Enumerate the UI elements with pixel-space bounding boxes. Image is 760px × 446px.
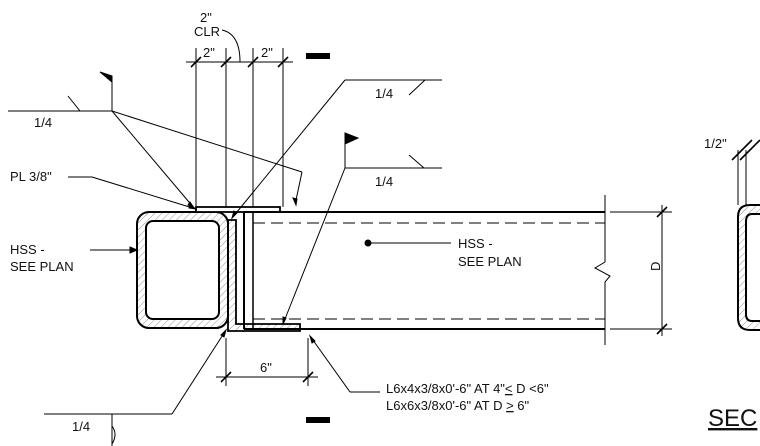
hss-mid-label-1: HSS - [458,236,493,251]
right-dim-label: 1/2" [704,136,727,151]
angle-length-dimension [216,338,318,386]
section-cut-bottom [306,417,330,423]
angle-length-label: 6" [260,360,272,375]
right-section-partial [731,139,760,331]
weld-top-right-size: 1/4 [375,86,393,101]
weld-symbol-top-right [230,79,442,220]
hss-mid-label-2: SEE PLAN [458,254,522,269]
depth-dimension [610,205,672,336]
hss-left-label-1: HSS - [10,242,45,257]
weld-symbol-left [8,71,303,210]
weld-left-size: 1/4 [34,115,52,130]
hss-column-section [136,211,229,329]
plate-leader [68,176,197,210]
top-plate [195,206,281,213]
weld-symbol-mid-right [282,132,442,325]
weld-symbol-bottom-left [44,328,228,446]
angle-clip [227,219,301,332]
plate-label: PL 3/8" [10,169,52,184]
hss-left-leader [90,246,139,254]
clr-dim-word: CLR [194,24,220,39]
dim-a-label: 2" [203,45,215,60]
section-cut-top [306,53,330,59]
hss-left-label-2: SEE PLAN [10,259,74,274]
top-dimensions [186,29,293,207]
weld-mid-right-size: 1/4 [375,174,393,189]
weld-bottom-left-size: 1/4 [72,419,90,434]
section-title: SEC [708,405,757,432]
angle-note-line-2: L6x6x3/8x0'-6" AT D > 6" [386,398,530,413]
hss-mid-leader [364,239,451,247]
hss-beam-elevation [243,195,611,345]
dim-b-label: 2" [261,45,273,60]
angle-note-line-1: L6x4x3/8x0'-6" AT 4"< D <6" [386,381,549,396]
clr-dim-value: 2" [200,10,212,25]
depth-label: D [648,262,663,271]
angle-note-leader [308,334,380,393]
